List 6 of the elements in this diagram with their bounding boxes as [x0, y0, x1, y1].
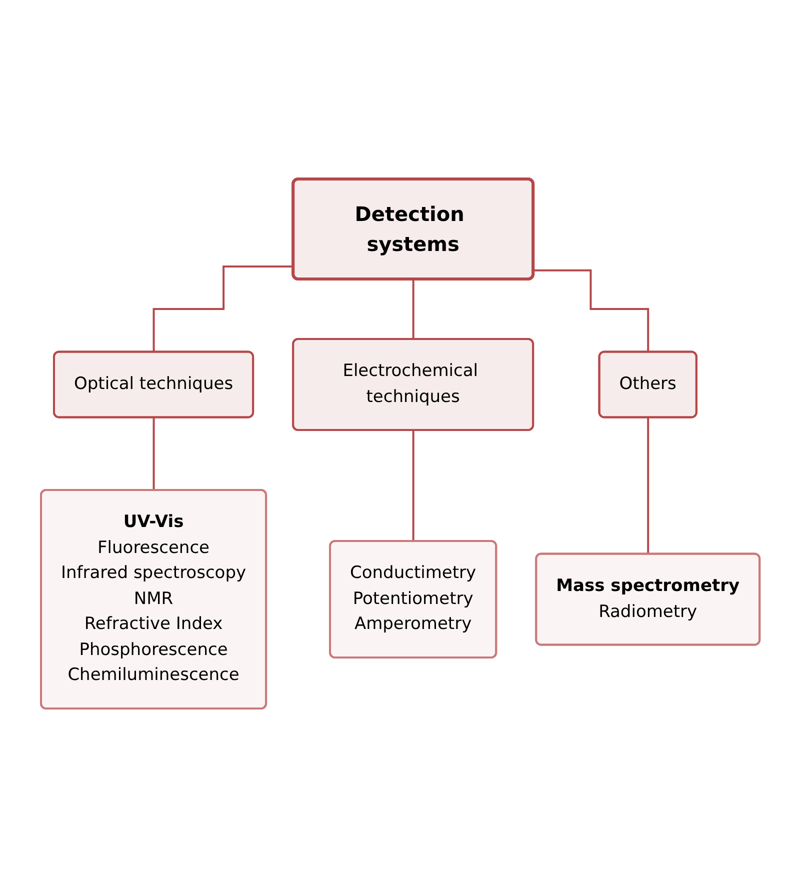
connector	[152, 417, 155, 492]
connector	[412, 430, 414, 543]
connector	[152, 266, 294, 354]
connector	[412, 278, 414, 341]
connector	[646, 417, 650, 556]
connector	[533, 270, 650, 354]
